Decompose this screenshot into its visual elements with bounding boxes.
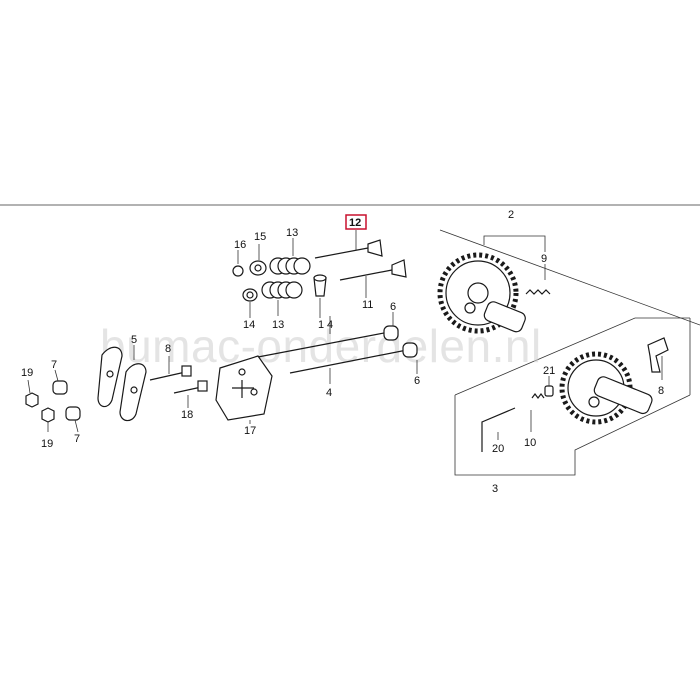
callout-1: 1 [318,319,324,331]
callout-4-upper: 4 [327,319,333,331]
frame-lines [0,204,700,476]
callout-21: 21 [543,365,555,377]
leader-lines [27,230,663,440]
callout-18: 18 [181,409,193,421]
callout-15: 15 [254,231,266,243]
pivot-bolt-lower [173,380,208,394]
callout-2: 2 [508,209,514,221]
callout-13-lower: 13 [272,319,284,331]
decompressor-pin [544,385,554,397]
intake-valve [339,259,407,281]
callout-8-right: 8 [658,385,664,397]
valve-spring-lower [261,281,303,299]
callout-9: 9 [541,253,547,265]
callout-4-lower: 4 [326,387,332,399]
valve-keeper [232,265,244,277]
callout-14: 14 [243,319,255,331]
callout-11: 11 [362,299,373,311]
hex-key [481,407,516,452]
callout-5: 5 [131,334,137,346]
valve-spring-retainer [249,260,267,276]
callout-6-lower: 6 [414,375,420,387]
camshaft-gear [437,252,526,334]
pivot-bolt-upper [149,365,192,381]
highlight-box-12 [345,214,367,230]
callout-7-upper: 7 [51,359,57,371]
pivot-collars [52,380,81,421]
valve-lifter-lower [402,342,418,358]
callout-8-left: 8 [165,343,171,355]
decompressor-weight [647,337,669,373]
push-rod-guide-plate [215,355,273,421]
camshaft-gear-lower [559,351,653,425]
lock-nuts [25,392,55,423]
callout-10: 10 [524,437,536,449]
callout-13-upper: 13 [286,227,298,239]
valve-spring-upper [269,257,311,275]
valve-seat-washer [242,288,258,302]
valve-stem-seal [313,274,327,297]
exhaust-valve [314,239,383,259]
callout-3: 3 [492,483,498,495]
callout-12: 12 [349,217,361,229]
valve-lifter-upper [383,325,399,341]
rocker-arm-left [97,346,123,408]
callout-16: 16 [234,239,246,251]
push-rods [257,332,413,374]
rocker-arm-right [119,363,147,422]
callout-6-upper: 6 [390,301,396,313]
callout-7-lower: 7 [74,433,80,445]
decompressor-spring [525,289,551,295]
callout-19-lower: 19 [41,438,53,450]
callout-17: 17 [244,425,256,437]
callout-19-upper: 19 [21,367,33,379]
callout-20: 20 [492,443,504,455]
decompressor-spring-small [531,393,545,399]
